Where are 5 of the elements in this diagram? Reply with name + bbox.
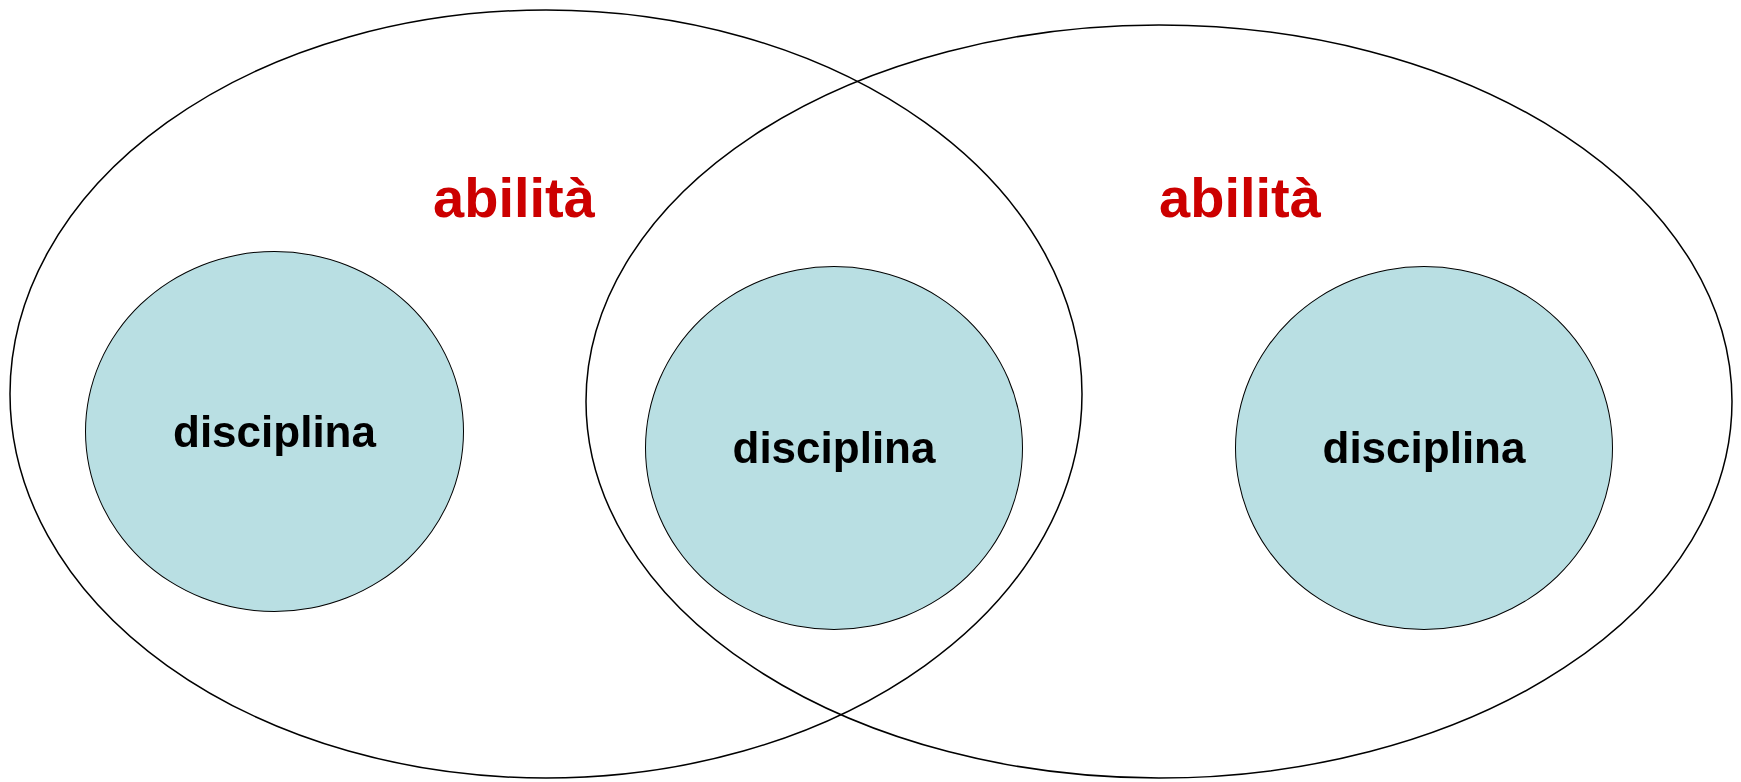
circle-label: disciplina [732,426,936,470]
set-label: abilità [1159,170,1321,226]
circle-label: disciplina [1322,426,1526,470]
set-label: abilità [433,170,595,226]
circle-label: disciplina [173,409,376,454]
